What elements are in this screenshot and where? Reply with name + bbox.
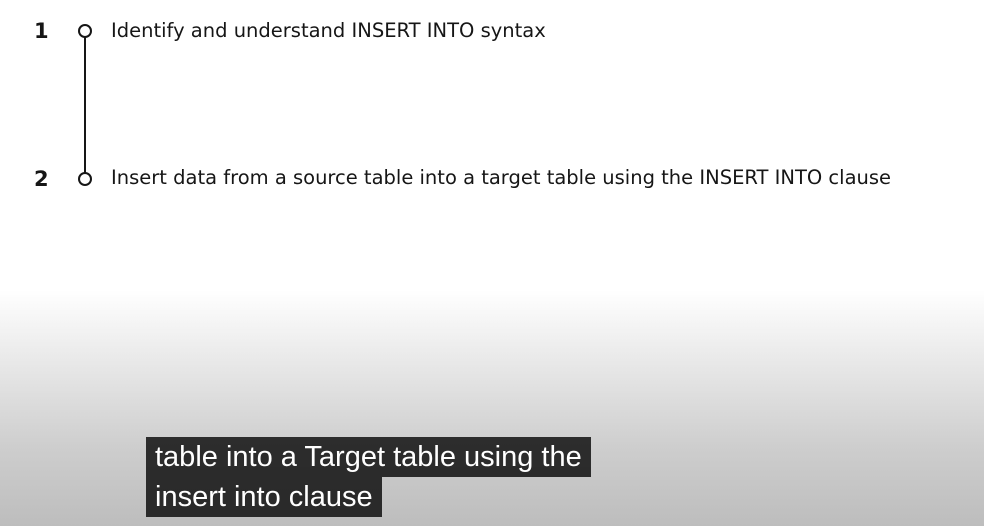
step-circle-icon: [78, 172, 92, 186]
step-number: 2: [34, 167, 49, 191]
caption-line: insert into clause: [146, 477, 382, 517]
caption-line: table into a Target table using the: [146, 437, 591, 477]
video-caption: table into a Target table using the inse…: [146, 437, 591, 517]
step-circle-icon: [78, 24, 92, 38]
step-connector-line: [84, 37, 86, 173]
step-label: Insert data from a source table into a t…: [111, 166, 892, 189]
step-number: 1: [34, 19, 49, 43]
step-label: Identify and understand INSERT INTO synt…: [111, 19, 546, 42]
step-list: 1 Identify and understand INSERT INTO sy…: [0, 0, 984, 220]
